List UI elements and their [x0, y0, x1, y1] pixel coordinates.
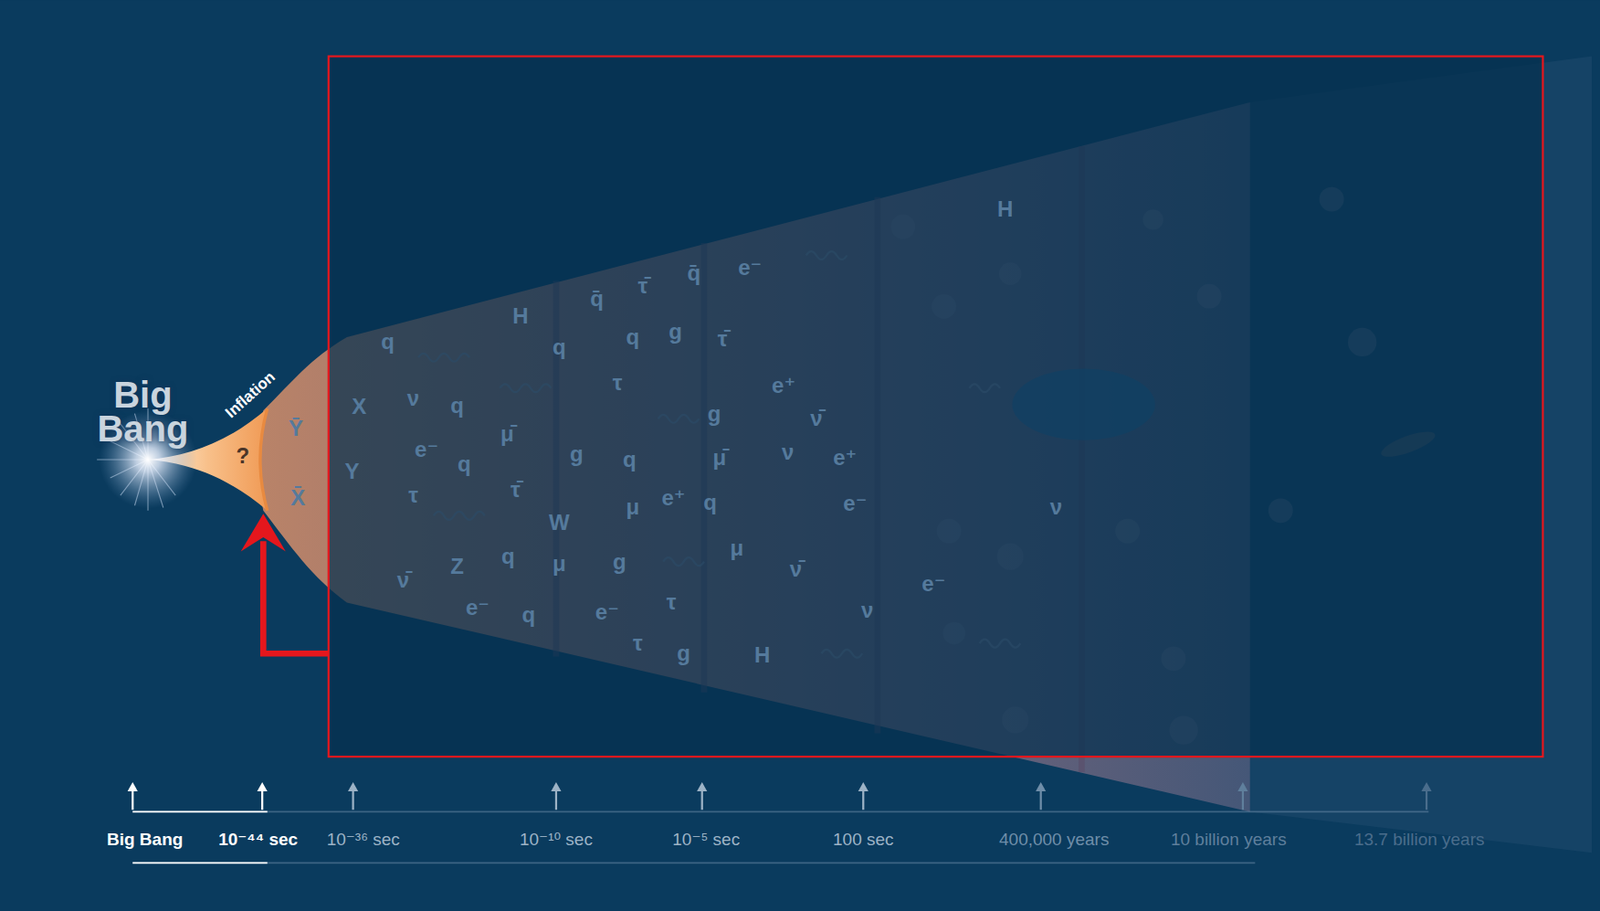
highlight-frame [328, 56, 1544, 758]
inflation-edge [260, 408, 268, 511]
particle-symbol: q [457, 452, 472, 475]
particle-symbol: τ̄ [510, 478, 521, 501]
particle-symbol: q [521, 603, 536, 626]
particle-symbol: μ̄ [500, 422, 515, 445]
particle-symbol: e⁺ [832, 446, 857, 469]
pointer-arrow [263, 540, 329, 653]
particle-symbol: H [754, 643, 770, 666]
time-label: 10⁻⁵ sec [672, 830, 740, 848]
particle-symbol: g [612, 550, 627, 573]
particle-symbol: e⁻ [595, 600, 620, 623]
particle-symbol: e⁻ [737, 256, 762, 279]
particle-symbol: Z [450, 555, 464, 578]
particle-symbol: g [707, 402, 722, 425]
particle-symbol: e⁻ [842, 492, 867, 515]
time-label: 10⁻³⁶ sec [326, 830, 400, 848]
particle-symbol: q [450, 394, 464, 417]
time-label: 100 sec [832, 830, 895, 848]
unknown-mark: ? [236, 444, 251, 467]
particle-symbol: Ȳ [288, 417, 304, 440]
particle-symbol: ν̄ [810, 407, 822, 430]
particle-symbol: e⁻ [921, 572, 946, 595]
particle-symbol: q [703, 491, 717, 514]
particle-symbol: τ̄ [638, 274, 649, 297]
big-bang-title: Big Bang [88, 378, 197, 447]
dimming-overlay [328, 56, 1544, 758]
particle-symbol: q̄ [589, 287, 604, 310]
particle-symbol: μ [625, 495, 640, 518]
particle-symbol: q [622, 448, 637, 471]
particle-symbol: q [625, 326, 640, 348]
particle-symbol: g [569, 442, 584, 465]
particle-symbol: e⁺ [771, 374, 796, 397]
particle-symbol: ν [407, 387, 420, 410]
time-label: 13.7 billion years [1354, 830, 1485, 848]
particle-symbol: τ [612, 371, 623, 394]
particle-symbol: e⁺ [661, 486, 685, 509]
particle-symbol: ν̄ [397, 568, 410, 591]
particle-symbol: H [997, 198, 1013, 221]
time-label: 400,000 years [999, 830, 1109, 848]
particle-symbol: τ [632, 631, 643, 654]
era-label: Inflation [221, 368, 278, 422]
particle-symbol: q [552, 336, 567, 358]
particle-symbol: g [668, 320, 683, 343]
particle-symbol: μ [729, 536, 744, 559]
pointer-arrowhead [241, 513, 286, 551]
particle-symbol: e⁻ [414, 438, 439, 461]
particle-symbol: ν̄ [789, 557, 802, 580]
time-label: 10⁻¹⁰ sec [519, 830, 593, 848]
particle-symbol: q [501, 545, 516, 568]
particle-symbol: W [548, 511, 570, 534]
time-label: Big Bang [106, 830, 183, 848]
particle-symbol: g [676, 642, 691, 664]
time-label: 10⁻⁴⁴ sec [218, 830, 298, 848]
particle-symbol: τ̄ [717, 327, 728, 350]
time-label: 10 billion years [1170, 830, 1287, 848]
particle-symbol: ν [861, 599, 874, 622]
particle-symbol: X [351, 395, 367, 418]
particle-symbol: μ [552, 552, 567, 575]
particle-symbol: q [380, 330, 395, 353]
particle-symbol: μ̄ [712, 446, 727, 469]
particle-symbol: X̄ [290, 486, 306, 509]
particle-symbol: e⁻ [465, 596, 490, 619]
particle-symbol: τ [666, 590, 677, 613]
particle-symbol: q̄ [686, 262, 701, 285]
particle-symbol: H [512, 305, 528, 327]
particle-symbol: ν [781, 441, 794, 464]
particle-symbol: τ [408, 484, 419, 506]
timeline-axis [127, 781, 1432, 863]
particle-symbol: Y [344, 460, 359, 483]
particle-symbol: ν [1050, 495, 1063, 518]
